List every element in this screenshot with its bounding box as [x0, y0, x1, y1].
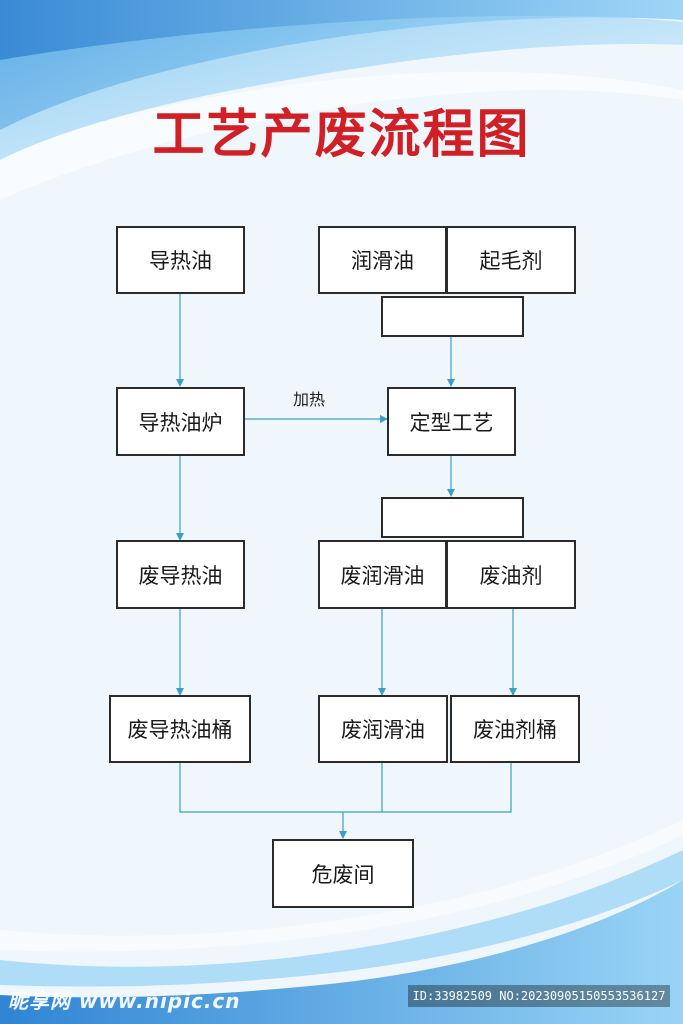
node-waste-oil-agent-drum: 废油剂桶 — [450, 695, 580, 763]
node-waste-oil-agent: 废油剂 — [446, 540, 576, 609]
node-lube-oil: 润滑油 — [318, 226, 447, 294]
node-blank-top — [381, 296, 524, 337]
edge-label-heating: 加热 — [293, 390, 326, 409]
node-heat-oil-furnace: 导热油炉 — [116, 387, 245, 456]
node-waste-heat-oil-drum: 废导热油桶 — [109, 695, 251, 763]
node-fluffing-agent: 起毛剂 — [446, 226, 576, 294]
node-setting-process: 定型工艺 — [387, 387, 516, 456]
node-waste-lube-oil: 废润滑油 — [318, 540, 447, 609]
node-blank-mid — [381, 497, 524, 538]
node-waste-heat-oil: 废导热油 — [116, 540, 245, 609]
watermark-site: 昵享网 www.nipic.cn — [8, 989, 241, 1013]
node-hazardous-waste-room: 危废间 — [272, 839, 414, 908]
page-title: 工艺产废流程图 — [152, 104, 531, 165]
node-heat-oil: 导热油 — [116, 226, 245, 294]
node-waste-lube-oil-2: 废润滑油 — [318, 695, 448, 763]
merge-line — [179, 763, 512, 813]
watermark-id: ID:33982509 NO:20230905150553536127 — [408, 985, 670, 1007]
